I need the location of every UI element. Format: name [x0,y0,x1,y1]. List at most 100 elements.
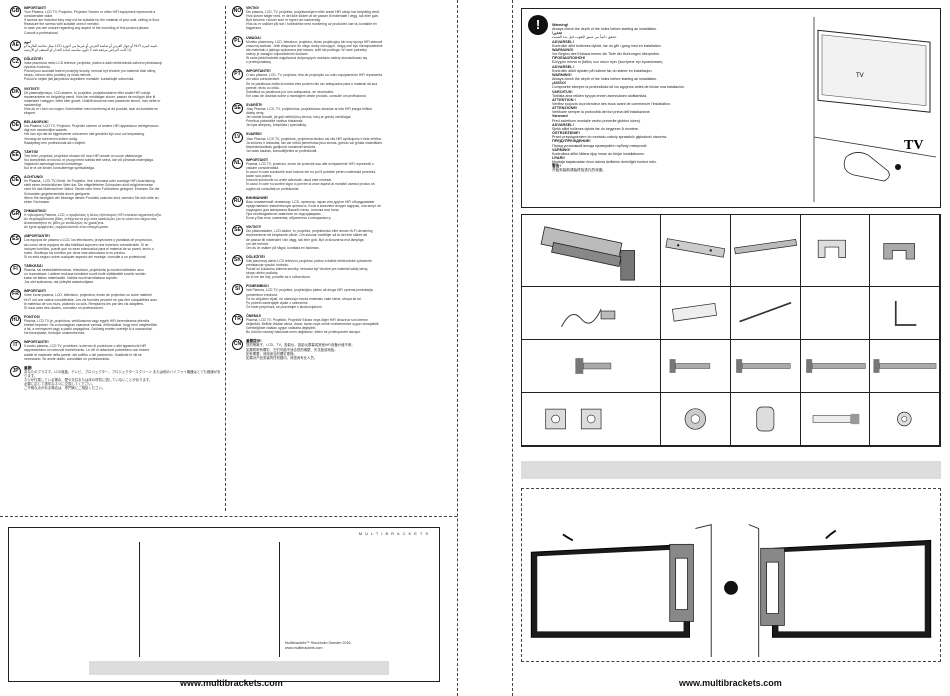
language-text-line: Înlocuiți șuruburile cu unele adecvate, … [246,178,333,183]
info-box-divider [279,542,280,657]
language-text-line: Plasma- tai nestekidetelevisiosi, televi… [24,267,144,272]
step-label-bar [521,461,941,479]
arrow-down-icon [562,533,574,542]
language-text-line: Nepieciešamības gadījumā nomainiet skrūv… [246,144,317,149]
language-flag-icon: FI [10,263,21,275]
language-text-line: considerable value. [24,14,54,19]
language-text-line: Pokud jsou součástí balení prodejný šrou… [24,69,156,74]
language-heading: VIKTIGT! [246,225,262,230]
language-flag-icon: AE [10,39,21,51]
copyright-block: Multibrackets™ Stockholm Sweden 2016. ww… [285,641,352,650]
language-text-line: Vaš Plazma, LCD TV, projektor, projekcij… [246,288,373,293]
language-text-line: Los equipos de plasma o LCD, los televis… [24,238,153,243]
warning-text: Перед установкой всегда проверяйте глуби… [552,143,648,148]
language-text-line: stropu alebo podlahy. [246,271,279,276]
warning-text: Compruebe siempre la profundidad de los … [552,85,685,90]
warning-heading: ΠΡΟΕΙΔΟΠΟΙΗΣΗ! [552,56,586,61]
language-text-line: 如果附带有螺钉，它们可能不适合您的墙壁、天花板或地板。 [246,347,338,352]
language-text-line: Bytt skruene i skruer som er egnet om nø… [246,18,322,23]
warning-heading: Warning! [552,23,569,27]
footer-url-left[interactable]: www.multibrackets.com [180,678,283,688]
language-text-line: katon tai lattian materiaaliin. Vaihda r… [24,276,118,281]
footer-url-right[interactable]: www.multibrackets.com [679,678,782,688]
language-text-line: Om du är osäker på något, kontakta en fa… [246,245,320,250]
language-text-line: Wenn Sie bezüglich der Montage dieses Pr… [24,195,159,200]
spacer-plate-icon [672,302,718,322]
language-text-line: Vervang de schroeven indien nodig. [24,136,78,141]
language-text-line: Votre écran plasma, LCD, télévision, pro… [24,293,152,298]
language-text-line: a fal, a mennyezet vagy a padló anyagáho… [24,327,153,332]
warning-text: تحقق دائماً من عمق الثقوب قبل بدء التثبي… [552,35,618,40]
warning-heading: ATTENZIONE! [552,106,578,111]
language-text-line: Váš plazmový alebo LCD televízor, projek… [246,258,372,263]
language-text-line: vysokou hodnotu. [24,65,51,70]
language-text-line: Jei varžtai įtraukti, jie gali netikti j… [246,115,352,120]
language-text-line: adatte al materiale della parete, del so… [24,352,142,357]
language-text-line: stellt einen beträchtlichen Wert dar. Di… [24,183,154,188]
language-text-line: Din plasma, LCD, TV, projektor, projekto… [246,10,380,15]
language-text-line: Reassure the screws with suitable ones i… [24,22,100,27]
language-text-line: tavan sau podea. [246,174,273,179]
language-text-line: Η τηλεόραση Plasma, LCD, ο προβολέας ή ά… [24,212,162,217]
warning-text: Tarkista aina reikien syvyys ennen asenn… [552,93,648,98]
parts-grid [521,214,941,447]
strap-icon [739,301,792,323]
language-text-line: fagperson. [246,26,263,31]
language-text-line: Il vostro plasma, LCD TV, proiettore, sc… [24,344,147,349]
warning-heading: ПРЕДУПРЕЖДЕНИЕ! [552,139,591,144]
language-text-line: представляют значительную ценность. Если… [246,203,381,208]
warning-heading: ATTENTION ! [552,97,576,102]
language-text-line: Plazma, LCD TV, Projektör, Projektör Ekr… [246,318,368,322]
language-text-line: didelę vertę. [246,111,265,116]
warning-text: Kontroller altid hullernes dybde, før du… [552,43,662,48]
language-text-line: Consult a professional. [24,30,59,35]
language-heading: IMPORTANT! [24,6,47,10]
language-flag-icon: GB [10,6,21,17]
part-velcro-strap [730,287,801,340]
warning-text: Ελέγχετε πάντα το βάθος των οπών πριν ξε… [552,60,664,65]
language-text-line: În cazul în care nu sunteți sigur cu pri… [246,182,375,187]
language-text-line: In case you are unsure regarding any asp… [24,26,149,31]
warning-heading: ADVARSEL! [552,122,574,127]
warning-heading: WARNING! [552,72,572,77]
warning-text: Verificare sempre la profondità dei fori… [552,110,651,115]
language-text-line: Ak si nie ste istý, poraďte sa s odborní… [246,275,311,280]
tv-mounting-diagram [530,523,932,658]
warning-text: 开始安装前请始终检查孔的深度。 [552,168,606,173]
warning-heading: OSTRZEŻENIE! [552,131,580,136]
warning-text: Kontroller alltid dybden på hullene før … [552,68,653,73]
language-text-line: Pokiaľ sú súčasťou balenia skrutky, nemu… [246,267,369,272]
screw-short-icon [575,358,612,374]
language-text-line: z profesjonalistą. [246,60,272,65]
warning-text: Vérifiez toujours la profondeur des trou… [552,101,671,106]
language-heading: ΣΗΜΑΝΤΙΚΟ! [24,208,47,213]
info-box: MULTIBRACKETS Multibrackets™ Stockholm S… [8,527,440,682]
language-text-line: suelo. Sustituya los tornillos por otros… [24,250,126,255]
language-text-line: Kui te ei ole kindel, konsulteerige spet… [24,166,95,171]
warning-heading: VAROITUS! [552,89,573,94]
warning-text: Kontrollera alltid hålens djup innan du … [552,151,646,156]
language-flag-icon: JP [10,365,21,377]
language-text-line: Het kan zijn dat de bijgeleverde schroev… [24,132,145,137]
language-text-line: necessario. Se avete dubbi, consultate u… [24,356,110,361]
language-text-line: parede, tecto ou chão. [246,85,280,90]
language-flag-icon: NL [232,157,243,169]
warning-icon: ! [528,15,548,35]
screw-long-icon [736,359,791,373]
warning-heading: ¡AVISO! [552,81,567,86]
language-text-line: Če so vključeni vijaki, ne ustrezajo mor… [246,296,362,301]
warning-text: Przed przystąpieniem do montażu należy s… [552,135,668,140]
language-text-line: Če niste prepričani, se posvetujte s str… [246,304,323,309]
warning-heading: Varovan! [552,114,569,119]
warning-text: Pred začetkom montaže vedno preverite gl… [552,118,641,123]
language-text-line: Si vous avez des doutes, consultez un pr… [24,305,104,310]
